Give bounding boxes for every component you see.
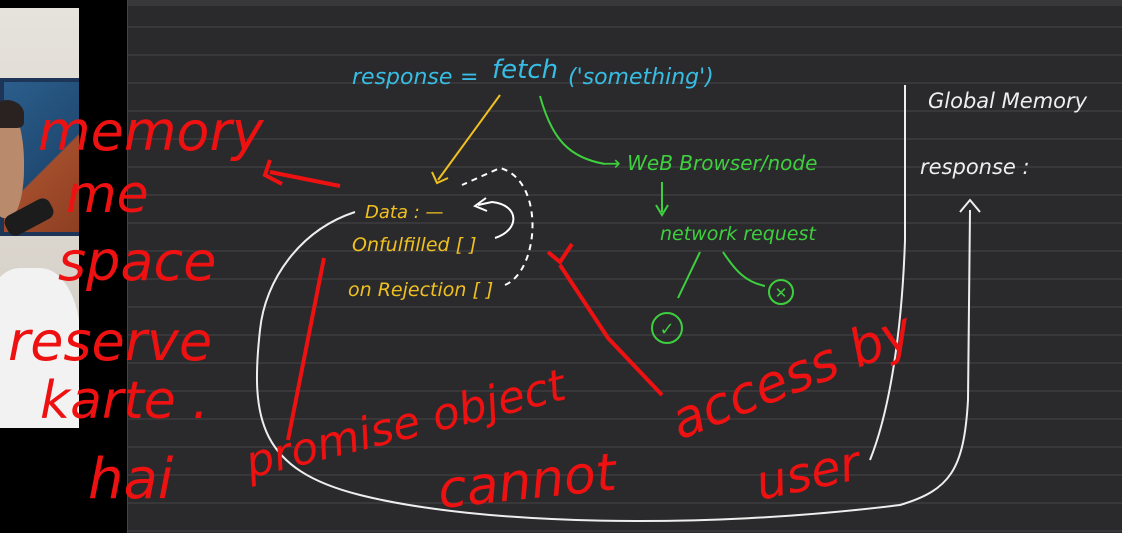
presenter-webcam bbox=[0, 8, 79, 428]
presenter-hair bbox=[0, 100, 24, 128]
browser-block: → WeB Browser/node network request bbox=[604, 151, 817, 245]
annotation-reserve: reserve bbox=[8, 310, 212, 373]
annotation-cannot: cannot bbox=[435, 442, 620, 521]
arrow-to-failure bbox=[722, 251, 766, 287]
fetch-arg-text: ('something') bbox=[568, 65, 714, 90]
response-var-text: response bbox=[352, 65, 452, 90]
arrowhead-network bbox=[655, 204, 669, 217]
board-top-edge bbox=[128, 0, 1122, 6]
annotation-karte: karte . bbox=[40, 371, 209, 431]
dashed-loop-arrow bbox=[461, 166, 534, 286]
global-memory-title: Global Memory bbox=[928, 89, 1088, 113]
equals-sign-text: = bbox=[460, 65, 478, 90]
failure-x-icon: ✕ bbox=[775, 284, 788, 302]
loop-arrow-fulfilled bbox=[477, 200, 515, 239]
fetch-text: fetch bbox=[492, 55, 558, 85]
annotation-access-by: access by bbox=[662, 300, 923, 452]
whiteboard bbox=[127, 0, 1122, 533]
green-arrow-to-browser bbox=[539, 95, 606, 165]
red-arrow-left bbox=[269, 170, 341, 188]
success-circle-icon bbox=[651, 312, 683, 344]
white-arrowhead bbox=[959, 198, 981, 213]
red-arrowhead-left bbox=[262, 159, 283, 186]
onrejection-slot-text: on Rejection [ ] bbox=[348, 279, 493, 301]
success-check-icon: ✓ bbox=[659, 319, 674, 340]
data-slot-text: Data : — bbox=[365, 202, 444, 223]
annotation-memory: memory bbox=[38, 100, 265, 163]
annotation-hai: hai bbox=[88, 447, 174, 512]
onfulfilled-slot-text: Onfulfilled [ ] bbox=[352, 234, 477, 256]
code-line: response = fetch ('something') bbox=[352, 55, 714, 90]
red-arrow-up bbox=[558, 263, 664, 397]
annotation-space: space bbox=[58, 230, 216, 293]
web-browser-text: → WeB Browser/node bbox=[604, 151, 817, 175]
yellow-arrowhead bbox=[431, 171, 449, 185]
annotation-me: me bbox=[66, 165, 149, 225]
global-memory-divider bbox=[869, 85, 906, 461]
failure-circle-icon bbox=[768, 279, 794, 305]
promise-box: Data : — Onfulfilled [ ] on Rejection [ … bbox=[348, 202, 493, 301]
annotation-user: user bbox=[751, 435, 868, 512]
white-connecting-curve bbox=[255, 209, 971, 522]
loop-arrowhead bbox=[472, 197, 488, 212]
response-memory-label: response : bbox=[920, 155, 1030, 179]
network-request-text: network request bbox=[660, 223, 817, 245]
red-arrow-down bbox=[286, 257, 326, 441]
red-arrowhead-up bbox=[546, 242, 574, 265]
arrow-to-success bbox=[677, 251, 701, 299]
presenter-shirt bbox=[0, 268, 79, 428]
yellow-arrow-to-data bbox=[437, 94, 501, 181]
